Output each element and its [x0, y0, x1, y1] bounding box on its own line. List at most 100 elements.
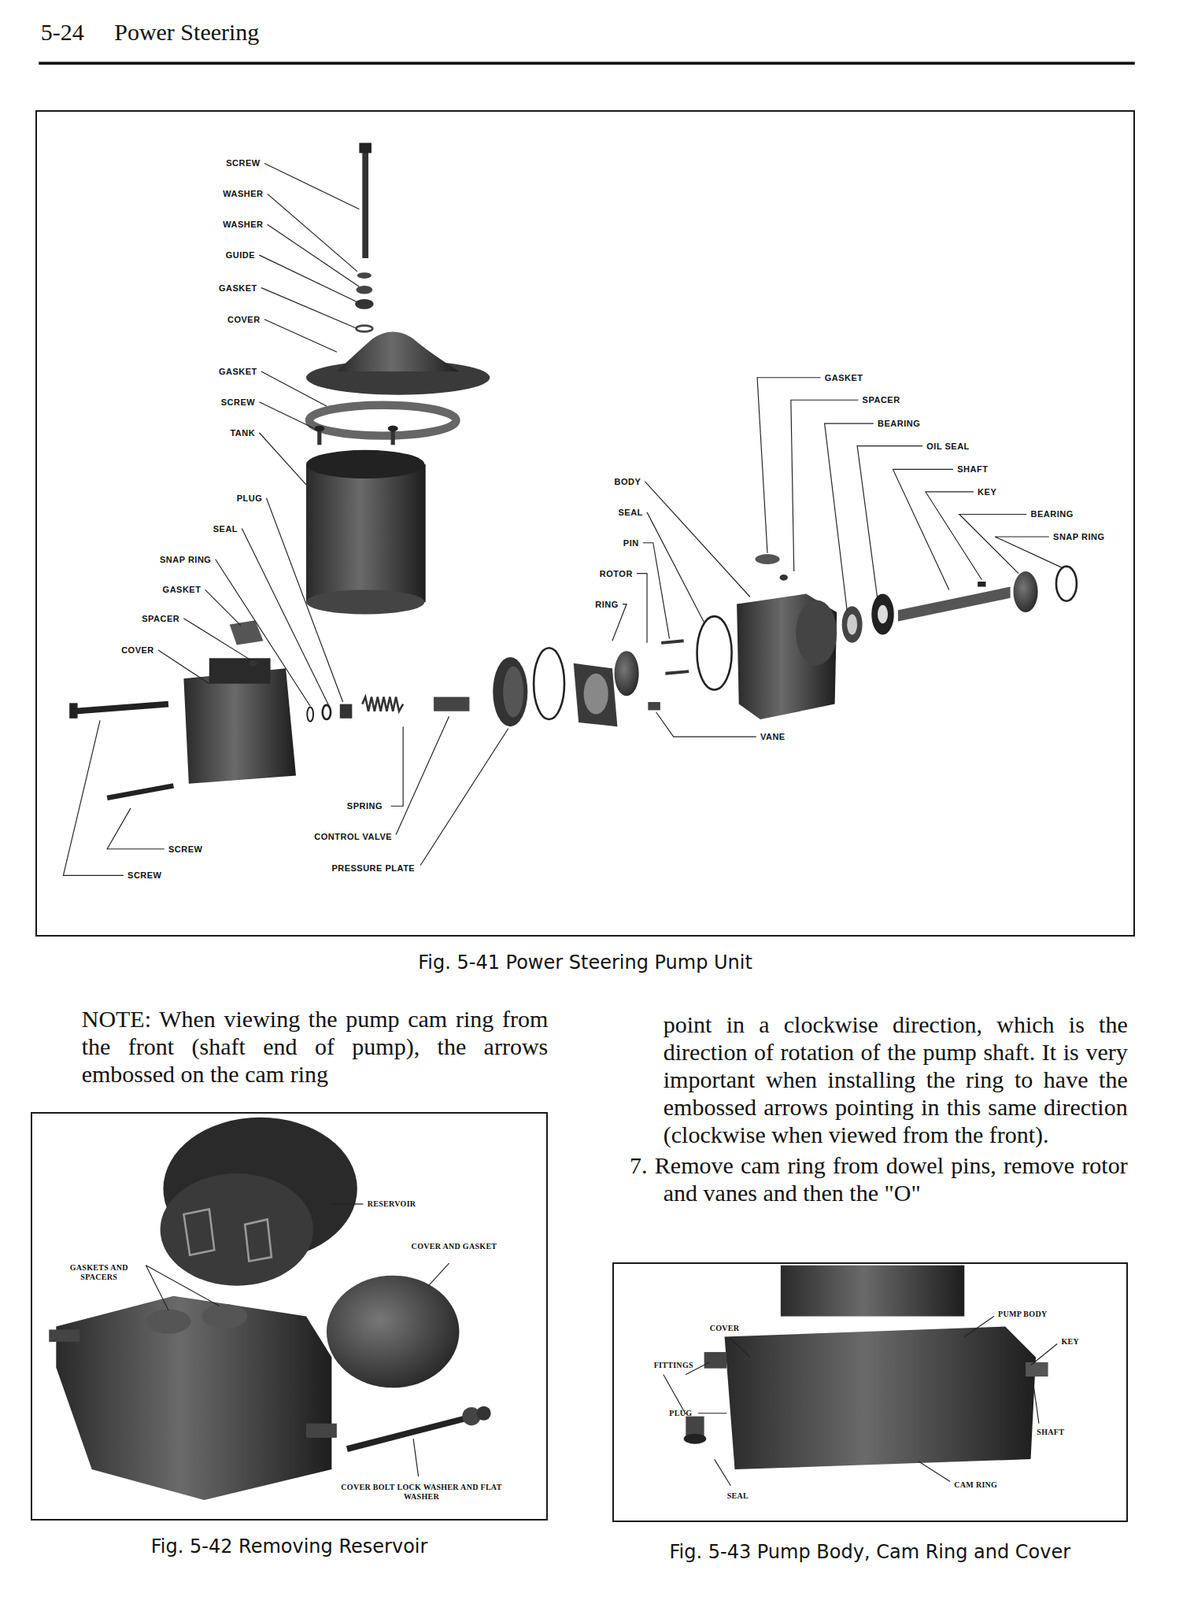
leader-line	[994, 536, 1061, 568]
reservoir-removal-photo-shape	[48, 1329, 80, 1342]
pump-exploded-view-shape	[1012, 571, 1038, 613]
leader-line	[964, 1316, 995, 1338]
pump-exploded-view-shape	[647, 702, 661, 710]
part-label: SCREW	[221, 396, 256, 407]
pump-exploded-view	[69, 143, 1077, 799]
part-label: PLUG	[236, 492, 263, 503]
reservoir-removal-photo-shape	[183, 1208, 215, 1255]
part-label: SEAL	[727, 1491, 749, 1501]
leader-line	[612, 604, 627, 642]
leader-line	[959, 513, 1028, 573]
leader-line	[215, 559, 311, 707]
reservoir-removal-photo-shape	[202, 1304, 248, 1329]
leader-line	[183, 618, 252, 661]
pump-exploded-view-shape	[322, 705, 331, 720]
leader-line	[267, 224, 360, 287]
leader-line	[145, 1265, 219, 1307]
leader-line	[267, 193, 358, 272]
leader-line	[391, 726, 404, 806]
leader-line	[205, 589, 241, 625]
pump-exploded-view-shape	[533, 647, 565, 720]
leader-lines	[62, 162, 1061, 1486]
part-label: COVER	[227, 314, 261, 325]
pump-exploded-view-shape	[433, 697, 470, 712]
part-label: WASHER	[222, 188, 263, 200]
leader-line	[698, 1412, 727, 1414]
leader-line	[107, 808, 165, 850]
part-label: GASKETS AND SPACERS	[52, 1263, 145, 1283]
figure-frame: Fig. 5-41 Power Steering Pump Unit	[35, 110, 1135, 937]
part-label: COVER	[121, 644, 155, 655]
body-text: 7. Remove cam ring from dowel pins, remo…	[629, 1151, 1128, 1207]
part-label: GASKET	[824, 372, 864, 383]
pump-exploded-view-shape	[1056, 566, 1077, 602]
reservoir-removal-photo-shape	[347, 1417, 470, 1450]
header-rule	[38, 62, 1135, 64]
leader-line	[757, 377, 821, 554]
body-text: NOTE: When viewing the pump cam ring fro…	[81, 1005, 549, 1088]
part-label: FITTINGS	[654, 1360, 694, 1371]
pump-exploded-view-shape	[183, 668, 296, 784]
reservoir-removal-photo-shape	[326, 1275, 460, 1389]
pump-exploded-view-shape	[871, 594, 895, 636]
part-label: SPRING	[347, 801, 383, 812]
pump-exploded-view-shape	[665, 671, 689, 674]
pump-body-photo-shape	[704, 1352, 728, 1369]
part-label: BEARING	[1031, 509, 1074, 520]
part-label: COVER BOLT LOCK WASHER AND FLAT WASHER	[324, 1482, 518, 1502]
part-label: VANE	[760, 731, 786, 743]
part-label: BEARING	[877, 418, 921, 429]
part-label: GUIDE	[225, 250, 256, 261]
pump-body-photo-shape	[724, 1327, 1036, 1471]
leader-line	[264, 319, 337, 352]
header-rule-shape	[38, 61, 1135, 65]
part-label: SNAP RING	[1053, 532, 1105, 543]
figure-frame: Fig. 5-42 Removing Reservoir	[30, 1112, 548, 1521]
part-label: RESERVOIR	[367, 1199, 417, 1209]
pump-exploded-view-shape	[877, 605, 888, 624]
pump-exploded-view-shape	[340, 704, 353, 719]
pump-exploded-view-shape	[584, 673, 609, 715]
pump-body-photo	[683, 1265, 1049, 1470]
pump-body-photo-shape	[1025, 1362, 1049, 1377]
pump-exploded-view-shape	[614, 650, 640, 696]
pump-exploded-view-shape	[75, 704, 169, 712]
reservoir-removal-photo-shape	[476, 1406, 492, 1421]
leader-line	[729, 1338, 751, 1358]
part-label: COVER AND GASKET	[408, 1242, 501, 1252]
body-text: point in a clockwise direction, which is…	[663, 1010, 1128, 1149]
pump-exploded-view-shape	[306, 464, 426, 603]
pump-exploded-view-shape	[846, 614, 858, 636]
pump-exploded-view-shape	[314, 425, 325, 433]
pump-exploded-view-shape	[358, 143, 372, 154]
figure-caption: Fig. 5-42 Removing Reservoir	[151, 1535, 429, 1558]
leader-line	[264, 162, 360, 209]
part-label: GASKET	[218, 365, 258, 377]
leader-line	[925, 491, 982, 581]
leader-line	[636, 573, 647, 644]
part-label: SCREW	[127, 870, 162, 881]
reservoir-removal-photo-shape	[160, 1173, 314, 1287]
part-label: OIL SEAL	[926, 440, 970, 451]
leader-line	[656, 712, 757, 737]
pump-exploded-view-shape	[661, 640, 684, 644]
pump-exploded-view-shape	[842, 606, 863, 644]
leader-line	[893, 469, 954, 590]
pump-exploded-view-shape	[502, 666, 524, 718]
pump-exploded-view-shape	[573, 663, 618, 727]
figure-caption: Fig. 5-43 Pump Body, Cam Ring and Cover	[669, 1541, 1072, 1564]
leader-line	[258, 402, 315, 429]
leader-line	[331, 1203, 363, 1205]
part-label: SHAFT	[1036, 1427, 1065, 1438]
part-label: SPACER	[862, 395, 901, 406]
pump-exploded-view-shape	[898, 587, 1011, 622]
reservoir-removal-photo-shape	[55, 1296, 332, 1501]
leader-line	[241, 528, 329, 706]
part-label: COVER	[709, 1323, 740, 1334]
pump-exploded-view-shape	[336, 331, 460, 372]
pump-exploded-view-shape	[977, 581, 986, 587]
part-label: SCREW	[225, 158, 260, 169]
part-label: SHAFT	[957, 464, 988, 475]
part-label: KEY	[977, 486, 997, 497]
